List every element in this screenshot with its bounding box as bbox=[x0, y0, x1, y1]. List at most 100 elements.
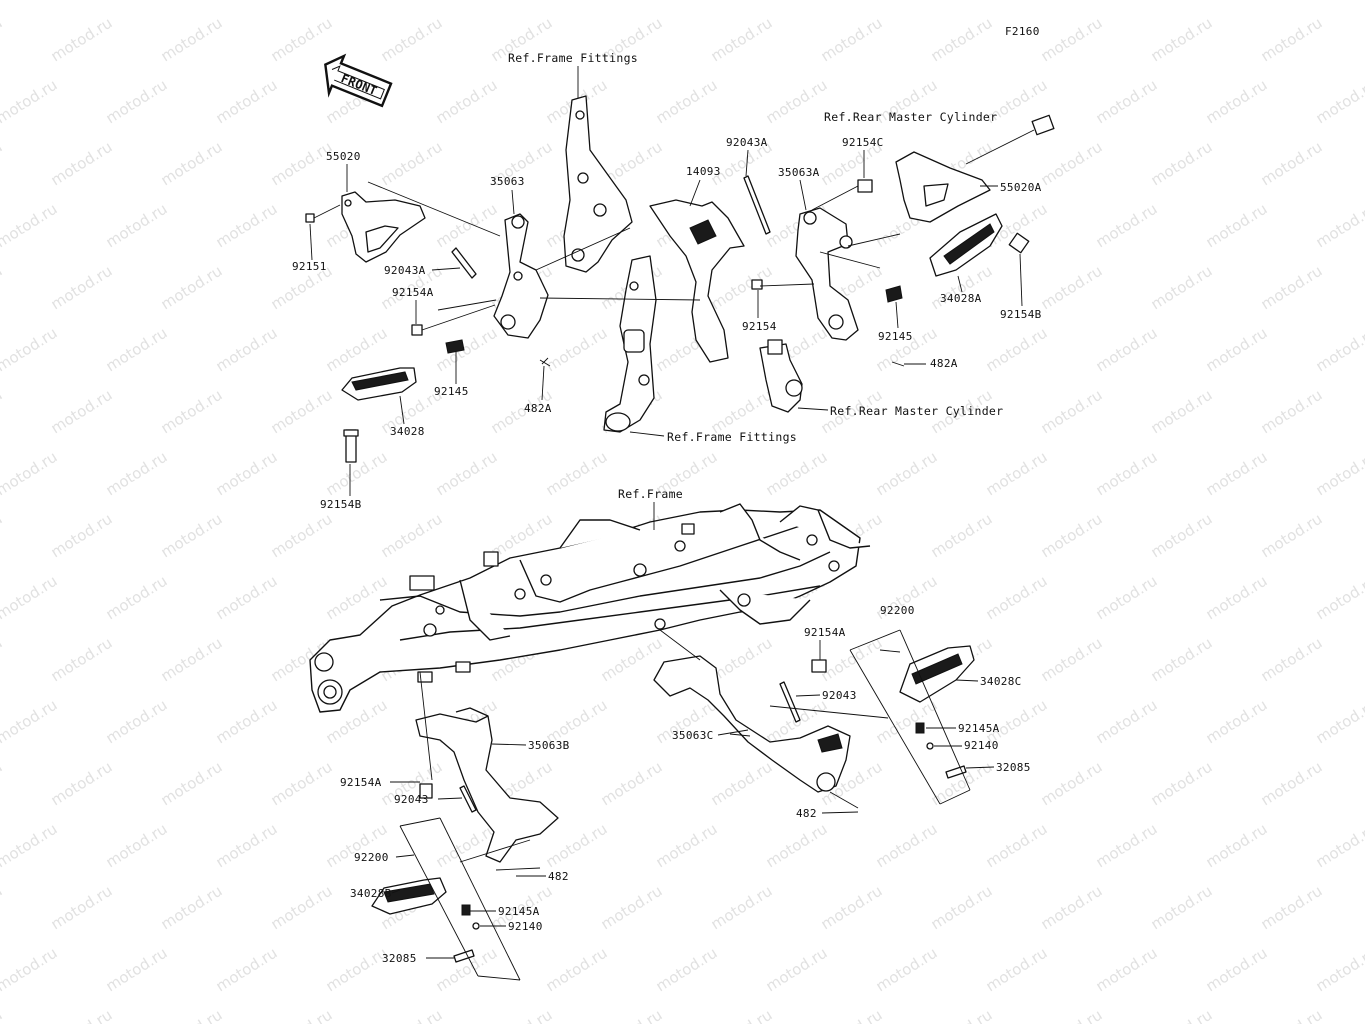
watermark-text: motod.ru bbox=[763, 0, 831, 3]
watermark-text: motod.ru bbox=[103, 324, 171, 376]
ref-rear-master-cylinder-mid: Ref.Rear Master Cylinder bbox=[830, 404, 1003, 418]
watermark-text: motod.ru bbox=[873, 696, 941, 748]
watermark-text: motod.ru bbox=[48, 386, 116, 438]
label-92154a-right: 92154A bbox=[804, 626, 846, 639]
watermark-text: motod.ru bbox=[213, 324, 281, 376]
label-35063: 35063 bbox=[490, 175, 525, 188]
label-34028a: 34028A bbox=[940, 292, 982, 305]
watermark-text: motod.ru bbox=[1203, 572, 1271, 624]
watermark-text: motod.ru bbox=[598, 882, 666, 934]
watermark-text: motod.ru bbox=[0, 200, 60, 252]
label-35063c: 35063C bbox=[672, 729, 714, 742]
watermark-text: motod.ru bbox=[983, 944, 1051, 996]
watermark-text: motod.ru bbox=[1038, 510, 1106, 562]
watermark-text: motod.ru bbox=[48, 262, 116, 314]
watermark-text: motod.ru bbox=[543, 944, 611, 996]
watermark-text: motod.ru bbox=[48, 14, 116, 66]
watermark-text: motod.ru bbox=[1093, 448, 1161, 500]
footpeg-right bbox=[929, 213, 1003, 277]
label-92145a-bottom: 92145A bbox=[498, 905, 540, 918]
watermark-text: motod.ru bbox=[1258, 386, 1326, 438]
watermark-text: motod.ru bbox=[433, 448, 501, 500]
watermark-text: motod.ru bbox=[0, 696, 60, 748]
ref-rear-master-cylinder-top: Ref.Rear Master Cylinder bbox=[824, 110, 997, 124]
watermark-text: motod.ru bbox=[488, 1006, 556, 1024]
watermark-text: motod.ru bbox=[1148, 138, 1216, 190]
watermark-text: motod.ru bbox=[1148, 882, 1216, 934]
watermark-text: motod.ru bbox=[543, 324, 611, 376]
watermark-text: motod.ru bbox=[158, 1006, 226, 1024]
label-92140-bottom: 92140 bbox=[508, 920, 543, 933]
watermark-text: motod.ru bbox=[378, 138, 446, 190]
watermark-text: motod.ru bbox=[1203, 76, 1271, 128]
watermark-text: motod.ru bbox=[653, 944, 721, 996]
watermark-text: motod.ru bbox=[983, 572, 1051, 624]
watermark-text: motod.ru bbox=[213, 200, 281, 252]
heel-guard-right bbox=[895, 151, 991, 223]
watermark-text: motod.ru bbox=[0, 510, 5, 562]
watermark-text: motod.ru bbox=[928, 882, 996, 934]
watermark-text: motod.ru bbox=[0, 1006, 5, 1024]
watermark-text: motod.ru bbox=[0, 76, 60, 128]
label-55020a: 55020A bbox=[1000, 181, 1042, 194]
bolt-92154a-right-icon bbox=[811, 659, 827, 673]
label-92200-bottom: 92200 bbox=[354, 851, 389, 864]
label-482a-left: 482A bbox=[524, 402, 552, 415]
watermark-text: motod.ru bbox=[1148, 262, 1216, 314]
watermark-text: motod.ru bbox=[0, 324, 60, 376]
watermark-text: motod.ru bbox=[1093, 820, 1161, 872]
watermark-text: motod.ru bbox=[1093, 200, 1161, 252]
watermark-text: motod.ru bbox=[708, 882, 776, 934]
spring-92145-right-icon bbox=[885, 285, 903, 303]
label-55020: 55020 bbox=[326, 150, 361, 163]
label-482-right: 482 bbox=[796, 807, 817, 820]
watermark-text: motod.ru bbox=[48, 138, 116, 190]
watermark-text: motod.ru bbox=[983, 820, 1051, 872]
watermark-text: motod.ru bbox=[1203, 944, 1271, 996]
watermark-text: motod.ru bbox=[268, 510, 336, 562]
watermark-text: motod.ru bbox=[103, 200, 171, 252]
bolt-92154c-icon bbox=[811, 179, 873, 211]
watermark-text: motod.ru bbox=[1093, 944, 1161, 996]
watermark-text: motod.ru bbox=[1038, 14, 1106, 66]
label-92154: 92154 bbox=[742, 320, 777, 333]
watermark-text: motod.ru bbox=[213, 448, 281, 500]
footpeg-left bbox=[341, 367, 417, 401]
bolt-master-cylinder-icon bbox=[965, 114, 1055, 165]
watermark-text: motod.ru bbox=[983, 0, 1051, 3]
watermark-text: motod.ru bbox=[1038, 386, 1106, 438]
watermark-text: motod.ru bbox=[763, 820, 831, 872]
step-bracket-bottom-left bbox=[415, 707, 559, 863]
step-bracket-left bbox=[493, 213, 549, 339]
watermark-text: motod.ru bbox=[48, 634, 116, 686]
watermark-text: motod.ru bbox=[598, 1006, 666, 1024]
label-92043-bottom: 92043 bbox=[394, 793, 429, 806]
spring-92145-left-icon bbox=[445, 339, 465, 354]
step-bracket-bottom-right bbox=[653, 655, 851, 793]
cover-14093 bbox=[649, 199, 745, 363]
watermark-text: motod.ru bbox=[0, 138, 5, 190]
bolt-92154-icon bbox=[751, 279, 763, 290]
watermark-text: motod.ru bbox=[873, 448, 941, 500]
bolt-92154a-bottom-icon bbox=[419, 783, 433, 799]
watermark-text: motod.ru bbox=[928, 1006, 996, 1024]
watermark-text: motod.ru bbox=[48, 758, 116, 810]
watermark-text: motod.ru bbox=[1313, 448, 1365, 500]
label-92154a-bottom: 92154A bbox=[340, 776, 382, 789]
watermark-text: motod.ru bbox=[323, 944, 391, 996]
label-32085-right: 32085 bbox=[996, 761, 1031, 774]
watermark-text: motod.ru bbox=[873, 0, 941, 3]
watermark-text: motod.ru bbox=[268, 882, 336, 934]
watermark-text: motod.ru bbox=[268, 758, 336, 810]
watermark-text: motod.ru bbox=[928, 14, 996, 66]
watermark-text: motod.ru bbox=[213, 944, 281, 996]
watermark-text: motod.ru bbox=[708, 14, 776, 66]
watermark-text: motod.ru bbox=[1038, 138, 1106, 190]
clip-482a-right-icon bbox=[891, 361, 905, 367]
footpeg-bottom-left bbox=[371, 877, 447, 915]
washer-92140-bottom-icon bbox=[472, 922, 480, 930]
watermark-text: motod.ru bbox=[0, 262, 5, 314]
watermark-text: motod.ru bbox=[873, 944, 941, 996]
watermark-text: motod.ru bbox=[1258, 1006, 1326, 1024]
watermark-text: motod.ru bbox=[543, 448, 611, 500]
